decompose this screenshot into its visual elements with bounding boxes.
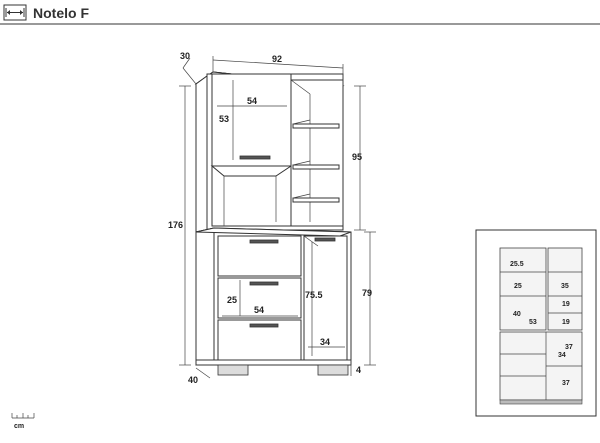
scale-unit: cm [14,423,24,430]
main-view [194,71,352,376]
dim-drawer-height: 25 [227,295,237,305]
dim-height-total: 176 [168,220,183,230]
hutch-side [195,75,208,233]
base-side [195,227,215,366]
inset-dim-left-mid: 25 [514,283,522,290]
dim-depth-top: 30 [180,51,190,61]
inset-dim-bottom-right-w: 34 [558,352,566,359]
dim-height-top: 95 [352,152,362,162]
shelf-2 [292,160,340,170]
inset-dim-top-left: 25.5 [510,261,524,268]
inset-view: 25.5 25 35 19 40 53 19 37 34 37 [475,229,597,417]
leg-left [217,364,249,376]
width-arrows-icon [3,4,27,21]
inset-dim-bottom-right-b: 37 [562,380,570,387]
dim-inner-height: 75.5 [305,290,323,300]
inset-dim-bottom-right-a: 37 [565,344,573,351]
drawer-3-handle [249,323,279,328]
dim-depth-bottom: 40 [188,375,198,385]
top-door-handle [239,155,271,160]
main-dimensions: 30 92 95 176 79 40 [168,51,376,385]
dim-width: 92 [272,54,282,64]
inset-dim-right-shelf-b: 19 [562,319,570,326]
scale-bar: cm [11,413,35,430]
bottom-door-handle [314,237,336,242]
leg-right [317,364,349,376]
inset-dim-right-top: 35 [561,283,569,290]
dim-drawer-width: 54 [254,305,264,315]
dim-height-bottom: 79 [362,288,372,298]
header-bar [0,4,600,25]
inset-dim-left-low: 40 [513,311,521,318]
product-title: Notelo F [33,5,89,21]
dim-door-top-width: 54 [247,96,257,106]
drawer-1-handle [249,239,279,244]
dim-leg: 4 [356,365,361,375]
drawer-2-handle [249,281,279,286]
top-right-shelves [290,79,344,227]
dim-door-top-height: 53 [219,114,229,124]
top-door [211,73,292,167]
bottom-door [303,235,348,361]
inset-right-top [547,247,583,331]
inset-dim-inner-width: 53 [529,319,537,326]
inset-dim-right-shelf-a: 19 [562,301,570,308]
inset-left-top [499,247,547,331]
shelf-3 [292,193,340,203]
shelf-1 [292,119,340,129]
dim-door-bottom-width: 34 [320,337,330,347]
